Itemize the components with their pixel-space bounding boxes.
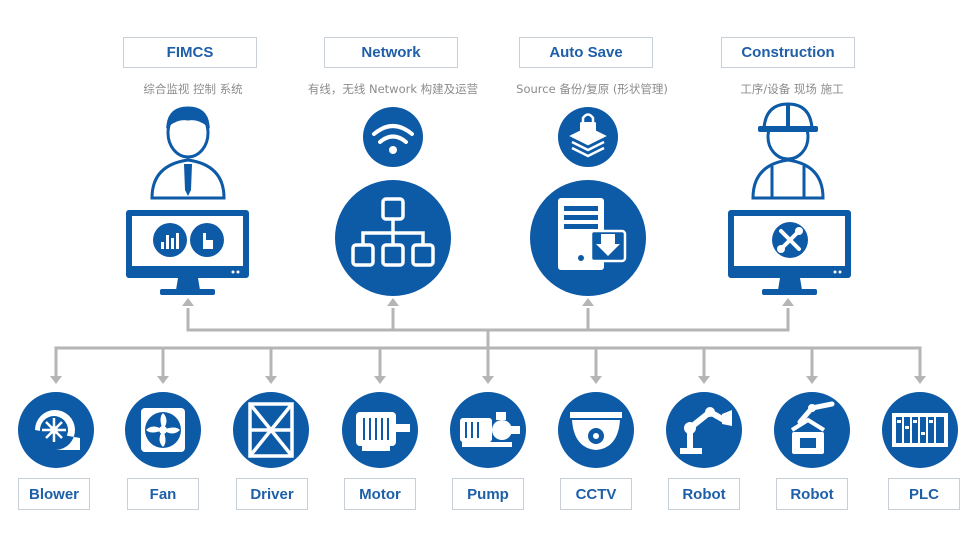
label-plc-text: PLC (909, 485, 939, 503)
label-motor: Motor (344, 478, 416, 510)
label-blower: Blower (18, 478, 90, 510)
label-robot-1: Robot (668, 478, 740, 510)
monitor-icon (126, 210, 249, 295)
blower-icon (18, 392, 94, 468)
label-fan-text: Fan (149, 485, 177, 503)
label-robot-2-text: Robot (790, 485, 834, 503)
label-fimcs: FIMCS (123, 37, 257, 68)
network-icon (335, 107, 451, 296)
plc-icon (882, 392, 958, 468)
connector-arrows (50, 298, 926, 384)
label-cctv-text: CCTV (575, 485, 617, 503)
label-driver: Driver (236, 478, 308, 510)
cctv-icon (558, 392, 634, 468)
construction-worker-icon (728, 102, 851, 295)
label-fimcs-text: FIMCS (166, 44, 214, 61)
label-robot-1-text: Robot (682, 485, 726, 503)
desc-auto-save: Source 备份/复原 (形状管理) (516, 82, 668, 96)
motor-icon (342, 392, 418, 468)
robot-arm-icon (666, 392, 742, 468)
robot-gripper-icon (774, 392, 850, 468)
label-pump: Pump (452, 478, 524, 510)
label-pump-text: Pump (467, 485, 509, 503)
monitor-icon (728, 210, 851, 295)
label-construction-text: Construction (741, 44, 835, 61)
desc-construction: 工序/设备 现场 施工 (740, 82, 844, 96)
label-robot-2: Robot (776, 478, 848, 510)
label-network-text: Network (361, 44, 421, 61)
operator-monitor-icon (126, 106, 249, 295)
label-auto-save: Auto Save (519, 37, 653, 68)
label-network: Network (324, 37, 458, 68)
label-driver-text: Driver (250, 485, 294, 503)
operator-person-icon (150, 106, 226, 200)
label-cctv: CCTV (560, 478, 632, 510)
label-motor-text: Motor (359, 485, 401, 503)
auto-save-icon (530, 107, 646, 296)
top-bus-line (186, 308, 790, 332)
desc-fimcs: 综合监视 控制 系统 (143, 82, 243, 96)
label-fan: Fan (127, 478, 199, 510)
pump-icon (450, 392, 526, 468)
label-construction: Construction (721, 37, 855, 68)
desc-network: 有线，无线 Network 构建及运营 (307, 82, 479, 96)
connector-lines (54, 308, 922, 378)
label-auto-save-text: Auto Save (549, 44, 623, 61)
label-blower-text: Blower (28, 485, 79, 503)
driver-icon (233, 392, 309, 468)
label-plc: PLC (888, 478, 960, 510)
fan-icon (125, 392, 201, 468)
